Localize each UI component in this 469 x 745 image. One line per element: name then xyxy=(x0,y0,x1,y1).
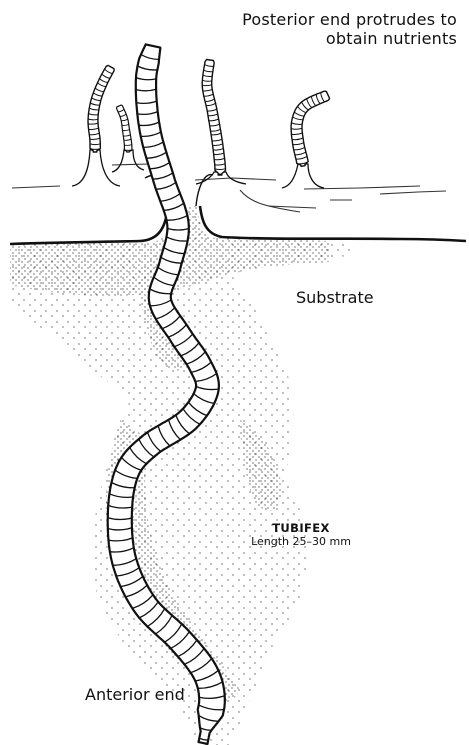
anterior-end-label: Anterior end xyxy=(85,685,185,704)
water-substrate-interface xyxy=(10,175,466,244)
worm-tail-1 xyxy=(88,65,114,152)
worm-tail-3 xyxy=(202,60,225,176)
worm-tail-4 xyxy=(291,91,330,166)
worm-tail-2 xyxy=(117,105,132,152)
neighbour-worm-tubes xyxy=(72,150,324,188)
length-label: Length 25–30 mm xyxy=(239,535,363,548)
posterior-label-line-2: obtain nutrients xyxy=(157,29,457,48)
posterior-end-label: Posterior end protrudes to obtain nutrie… xyxy=(157,10,457,48)
worm-tail-3-outline xyxy=(202,60,225,176)
water-lines xyxy=(12,164,446,212)
posterior-label-line-1: Posterior end protrudes to xyxy=(157,10,457,29)
species-caption: TUBIFEX Length 25–30 mm xyxy=(239,521,363,548)
substrate-label: Substrate xyxy=(296,288,374,307)
species-name: TUBIFEX xyxy=(239,521,363,535)
